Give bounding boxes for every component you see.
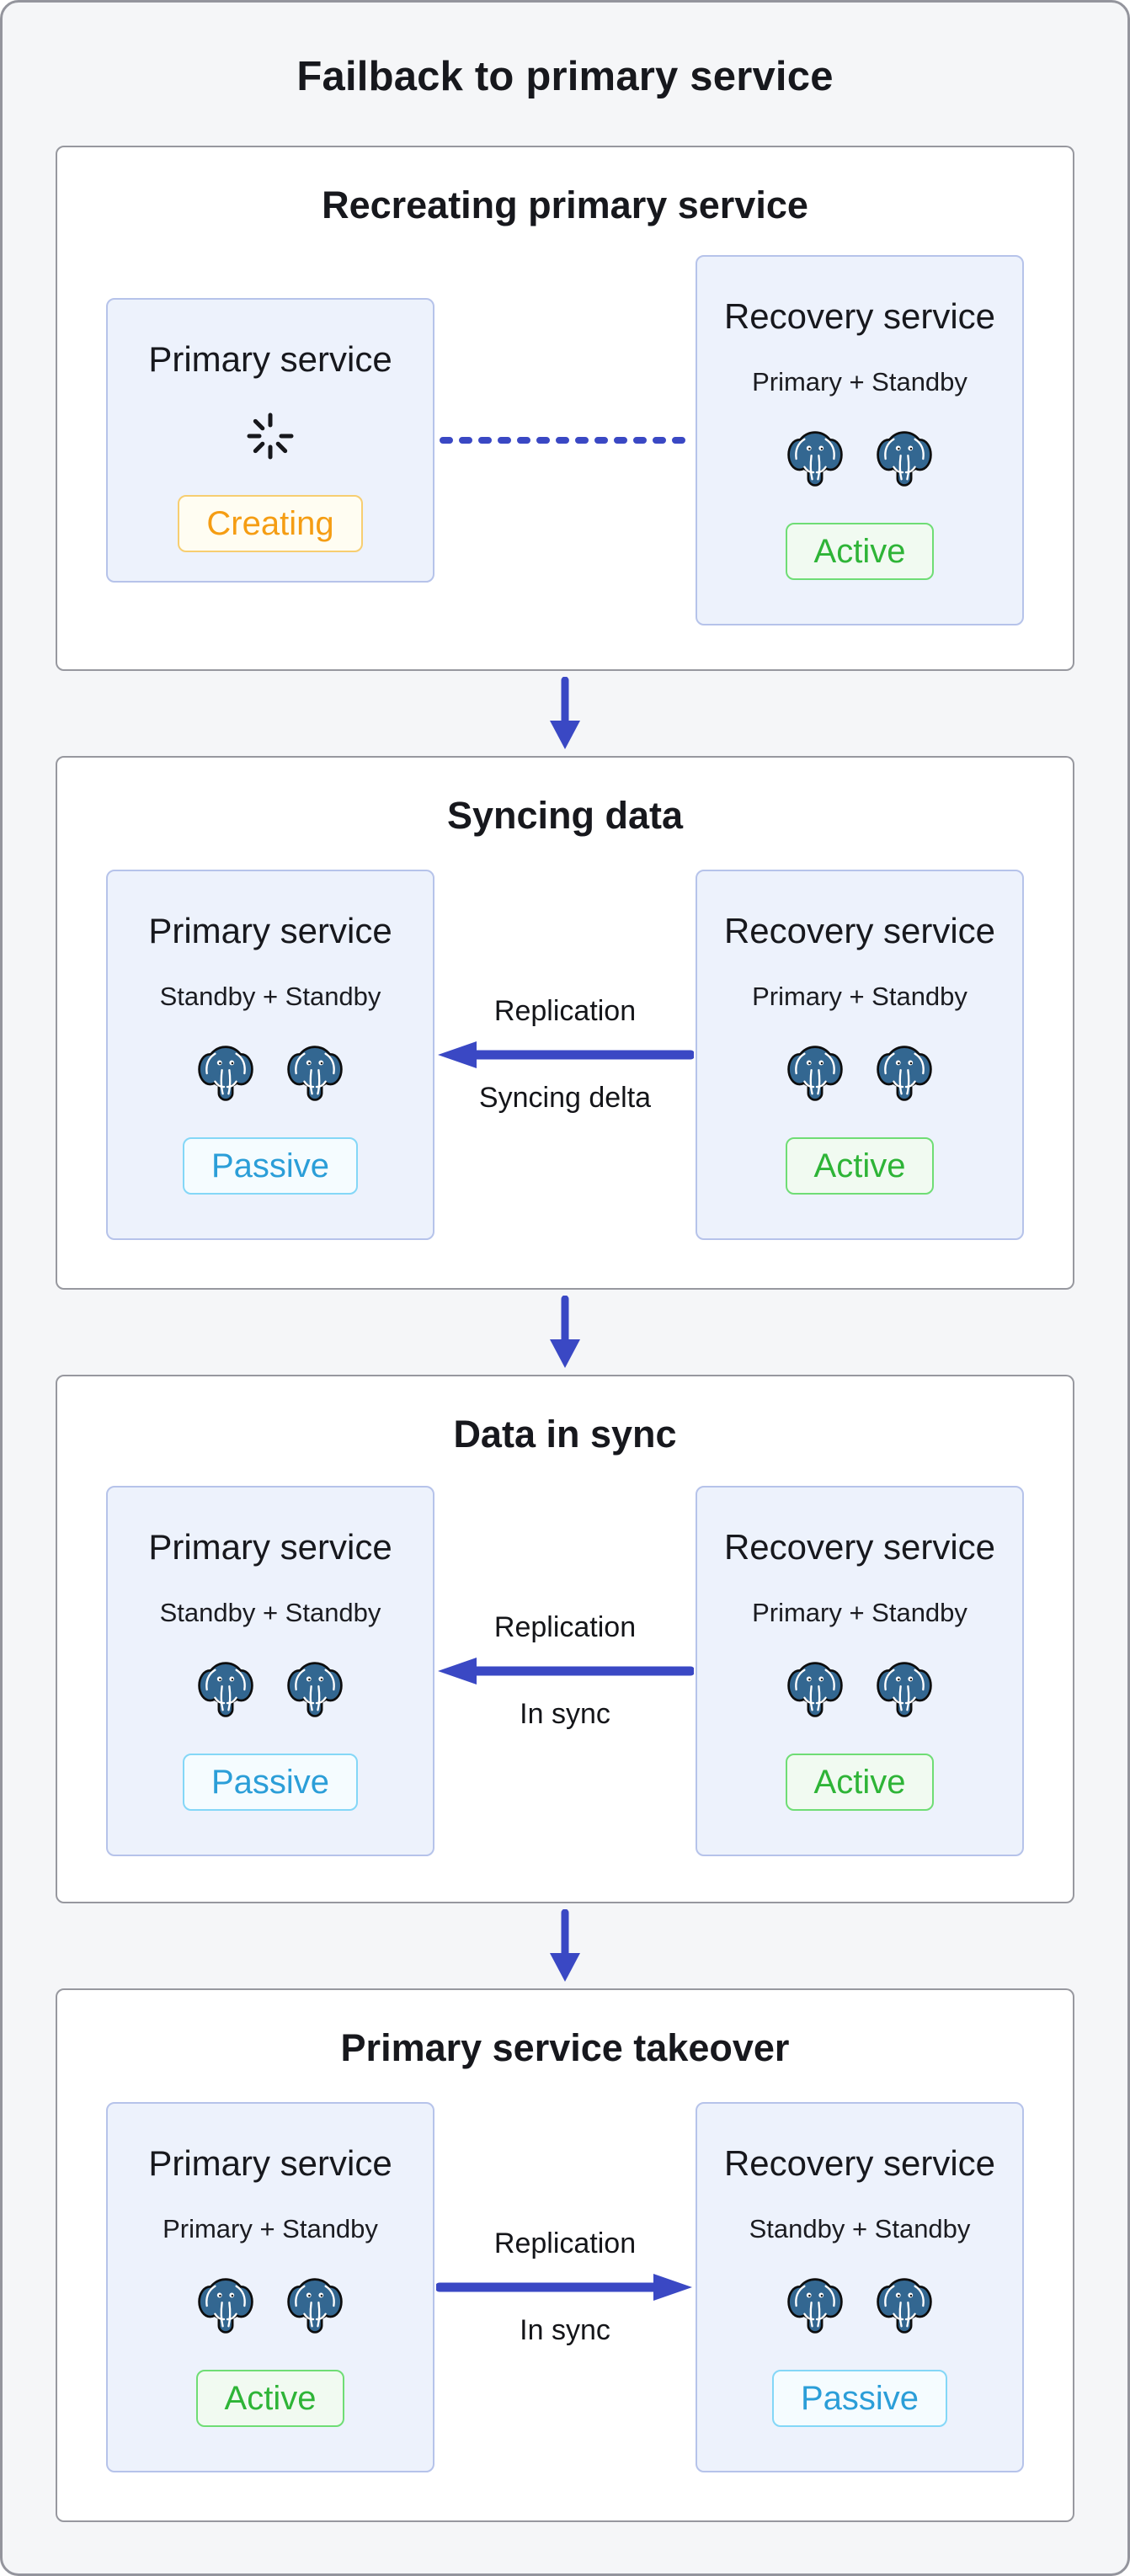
connector-label-bottom: In sync — [520, 1698, 610, 1731]
stage-separator — [56, 1290, 1074, 1375]
down-arrow-icon — [547, 677, 583, 751]
node-title: Primary service — [148, 1527, 392, 1567]
status-badge: Creating — [178, 495, 363, 553]
postgres-elephant-icon — [877, 1045, 932, 1104]
node-title: Recovery service — [723, 2143, 996, 2184]
postgres-elephant-icon — [198, 1661, 253, 1720]
postgres-elephant-icon — [198, 1045, 253, 1104]
node-title: Primary service — [148, 2143, 392, 2184]
section-syncing-data: Syncing data Primary service Standby + S… — [56, 756, 1074, 1291]
postgres-instances — [198, 1045, 343, 1104]
down-arrow-icon — [547, 1296, 583, 1370]
section-primary-service-takeover: Primary service takeover Primary service… — [56, 1988, 1074, 2523]
postgres-instances — [198, 1661, 343, 1720]
node-title: Primary service — [148, 911, 392, 951]
section-data-in-sync: Data in sync Primary service Standby + S… — [56, 1375, 1074, 1904]
section-title: Syncing data — [446, 794, 684, 838]
node-subtitle: Primary + Standby — [163, 2214, 378, 2244]
recovery-service-node: Recovery service Standby + Standby Passi… — [696, 2102, 1024, 2473]
postgres-elephant-icon — [877, 430, 932, 489]
section-recreating-primary-service: Recreating primary service Primary servi… — [56, 146, 1074, 672]
replication-connector: Replication In sync — [434, 2079, 696, 2496]
postgres-instances — [787, 2277, 932, 2336]
connector-label-top: Replication — [493, 2227, 637, 2260]
recovery-service-node: Recovery service Primary + Standby Activ… — [696, 870, 1024, 1241]
postgres-instances — [787, 1045, 932, 1104]
node-title: Primary service — [148, 339, 392, 380]
postgres-elephant-icon — [787, 1045, 843, 1104]
replication-arrow-left-icon — [436, 1040, 694, 1070]
replication-arrow-left-icon — [436, 1656, 694, 1686]
section-title: Data in sync — [453, 1413, 677, 1456]
node-subtitle: Primary + Standby — [752, 982, 967, 1012]
postgres-elephant-icon — [787, 430, 843, 489]
status-badge: Passive — [771, 2369, 948, 2427]
primary-service-node: Primary service Standby + Standby Passiv… — [106, 870, 434, 1241]
section-body: Primary service Standby + Standby Passiv… — [57, 837, 1073, 1289]
dashed-connector-line — [440, 437, 690, 444]
status-badge: Active — [785, 1753, 935, 1811]
node-title: Recovery service — [723, 296, 996, 337]
postgres-instances — [787, 1661, 932, 1720]
section-body: Primary service Standby + Standby Passiv… — [57, 1456, 1073, 1903]
status-badge: Active — [785, 522, 935, 580]
primary-service-node: Primary service Standby + Standby Passiv… — [106, 1486, 434, 1857]
section-title: Recreating primary service — [322, 184, 808, 227]
postgres-instances — [787, 430, 932, 489]
status-badge: Active — [785, 1136, 935, 1195]
node-subtitle: Standby + Standby — [749, 2214, 971, 2244]
section-body: Primary service Primary + Standby Active… — [57, 2069, 1073, 2521]
postgres-instances — [198, 2277, 343, 2336]
status-badge: Passive — [182, 1753, 359, 1811]
node-title: Recovery service — [723, 1527, 996, 1567]
recovery-service-node: Recovery service Primary + Standby Activ… — [696, 255, 1024, 626]
node-subtitle: Standby + Standby — [159, 1598, 381, 1628]
loading-spinner-icon — [245, 411, 296, 461]
stage-separator — [56, 671, 1074, 756]
primary-service-node: Primary service Primary + Standby Active — [106, 2102, 434, 2473]
connector-label-bottom: Syncing delta — [478, 1082, 652, 1115]
postgres-elephant-icon — [877, 2277, 932, 2336]
node-subtitle: Standby + Standby — [159, 982, 381, 1012]
connector-label-bottom: In sync — [520, 2314, 610, 2347]
stage-separator — [56, 1903, 1074, 1988]
node-subtitle: Primary + Standby — [752, 367, 967, 397]
status-badge: Active — [195, 2369, 345, 2427]
connector-dashed — [434, 237, 696, 645]
connector-label-top: Replication — [493, 1611, 637, 1644]
postgres-elephant-icon — [287, 1661, 343, 1720]
down-arrow-icon — [547, 1909, 583, 1983]
node-subtitle: Primary + Standby — [752, 1598, 967, 1628]
primary-service-node: Primary service Creating — [106, 298, 434, 583]
connector-label-top: Replication — [493, 995, 637, 1028]
section-title: Primary service takeover — [340, 2026, 790, 2070]
recovery-service-node: Recovery service Primary + Standby Activ… — [696, 1486, 1024, 1857]
postgres-elephant-icon — [787, 2277, 843, 2336]
postgres-elephant-icon — [787, 1661, 843, 1720]
postgres-elephant-icon — [287, 2277, 343, 2336]
replication-arrow-right-icon — [436, 2272, 694, 2302]
replication-connector: Replication In sync — [434, 1466, 696, 1877]
postgres-elephant-icon — [287, 1045, 343, 1104]
status-badge: Passive — [182, 1136, 359, 1195]
postgres-elephant-icon — [198, 2277, 253, 2336]
section-body: Primary service Creating Recovery servic… — [57, 226, 1073, 670]
replication-connector: Replication Syncing delta — [434, 847, 696, 1264]
node-title: Recovery service — [723, 911, 996, 951]
postgres-elephant-icon — [877, 1661, 932, 1720]
page-title: Failback to primary service — [296, 54, 834, 99]
